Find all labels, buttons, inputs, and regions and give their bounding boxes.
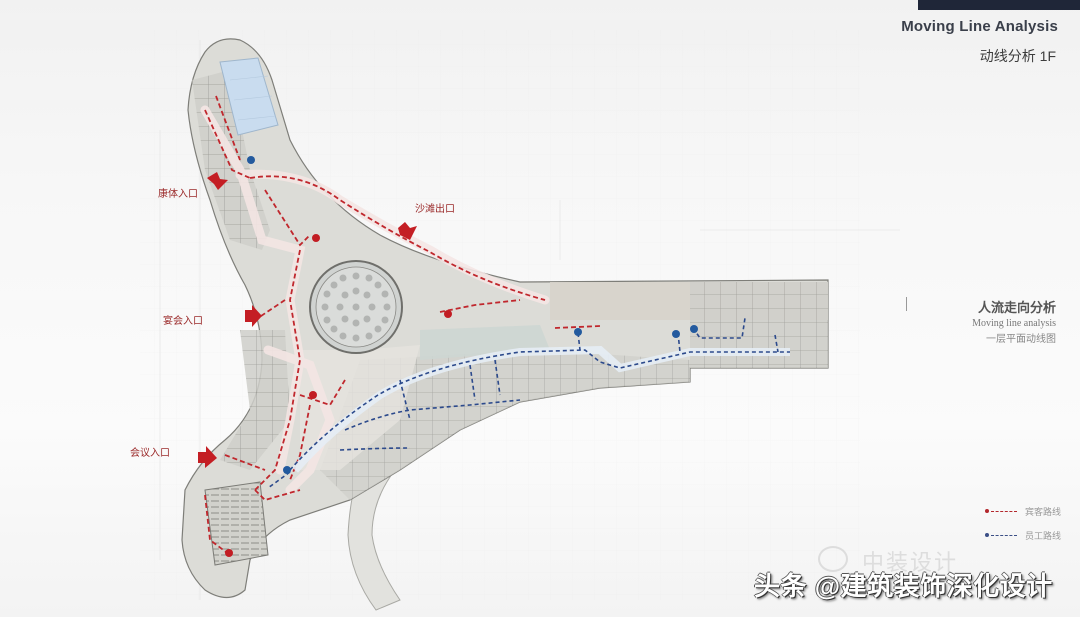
ballroom-rotunda: [309, 260, 403, 354]
guest-nodes: [225, 234, 452, 557]
entrance-label-conference: 会议入口: [130, 448, 170, 459]
analysis-subtitle: 一层平面动线图: [986, 334, 1056, 345]
staff-dot-icon: [985, 533, 989, 537]
legend-item-staff: 员工路线: [985, 529, 1061, 541]
driveway: [347, 469, 401, 611]
page-title-en: Moving Line Analysis: [901, 18, 1058, 35]
arrow-icon: [245, 305, 262, 327]
analysis-title-en: Moving line analysis: [972, 318, 1056, 329]
guest-dash-icon: [991, 510, 1017, 512]
guest-dot-icon: [985, 509, 989, 513]
staff-nodes: [247, 156, 698, 474]
header-bar: [918, 0, 1080, 10]
arrow-icon: [398, 222, 417, 240]
watermark-ghost: 中装设计: [862, 550, 959, 575]
staff-route: [267, 317, 790, 489]
entrance-label-banquet: 宴会入口: [163, 316, 203, 327]
pool: [219, 57, 279, 136]
watermark: 头条 @建筑装饰深化设计: [754, 571, 1053, 601]
arrow-icon: [198, 446, 217, 468]
entrance-arrows: [198, 172, 417, 468]
legend-item-guest: 宾客路线: [985, 505, 1061, 517]
legend-label: 员工路线: [1025, 530, 1062, 541]
conference-hall: [204, 481, 269, 566]
staff-dash-icon: [991, 534, 1017, 536]
entrance-label-fitness: 康体入口: [158, 189, 198, 200]
legend-label: 宾客路线: [1025, 506, 1062, 517]
guest-route: [204, 95, 601, 556]
entrance-label-beach: 沙滩出口: [415, 204, 455, 215]
legend: 宾客路线 员工路线: [985, 505, 1061, 553]
divider: [906, 297, 907, 311]
analysis-title-block: 人流走向分析 Moving line analysis 一层平面动线图: [972, 297, 1056, 345]
page-title-cn: 动线分析 1F: [979, 48, 1056, 64]
wechat-icon: [818, 546, 848, 572]
analysis-title-cn: 人流走向分析: [977, 300, 1056, 315]
arrow-icon: [207, 172, 228, 190]
